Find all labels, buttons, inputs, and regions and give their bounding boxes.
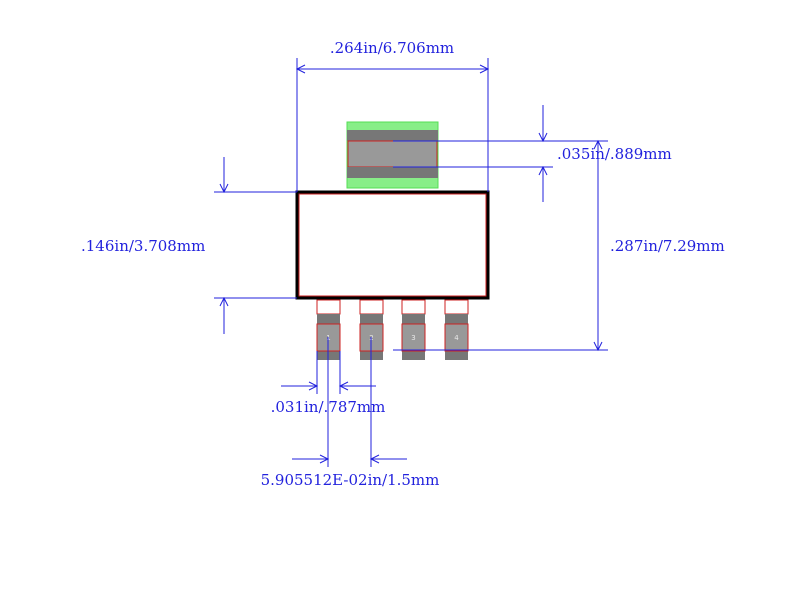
body-height-label: .146in/3.708mm xyxy=(81,237,205,255)
body-width-label: .264in/6.706mm xyxy=(330,39,454,57)
top-tab xyxy=(346,121,439,189)
pin-4-pad xyxy=(444,323,469,352)
pin-2-lead-top xyxy=(359,299,384,315)
tab-lead-lower xyxy=(347,167,438,178)
pin-4-label: 4 xyxy=(454,334,459,342)
pin-3-pad xyxy=(401,323,426,352)
dimension-tab-thickness: .035in/.889mm xyxy=(393,105,672,202)
package-body xyxy=(295,190,490,300)
overall-height-label: .287in/7.29mm xyxy=(610,237,725,255)
package-body-inner-outline xyxy=(298,193,487,297)
pin-4-lead-top xyxy=(444,299,469,315)
dimension-body-width: .264in/6.706mm xyxy=(295,39,490,192)
pin-4: 4 xyxy=(444,299,469,360)
pin-3-label: 3 xyxy=(411,334,415,342)
pin-3: 3 xyxy=(401,299,426,360)
dimension-overall-height: .287in/7.29mm xyxy=(393,139,725,352)
tab-pad xyxy=(347,140,438,168)
pin-pitch-label: 5.905512E-02in/1.5mm xyxy=(261,471,440,489)
tab-lead-upper xyxy=(347,130,438,141)
pin-1-lead-top xyxy=(316,299,341,315)
pin-3-lead-top xyxy=(401,299,426,315)
dimension-pin-pitch: 5.905512E-02in/1.5mm xyxy=(261,337,440,489)
dimension-body-height: .146in/3.708mm xyxy=(81,157,297,334)
tab-thickness-label: .035in/.889mm xyxy=(557,145,672,163)
